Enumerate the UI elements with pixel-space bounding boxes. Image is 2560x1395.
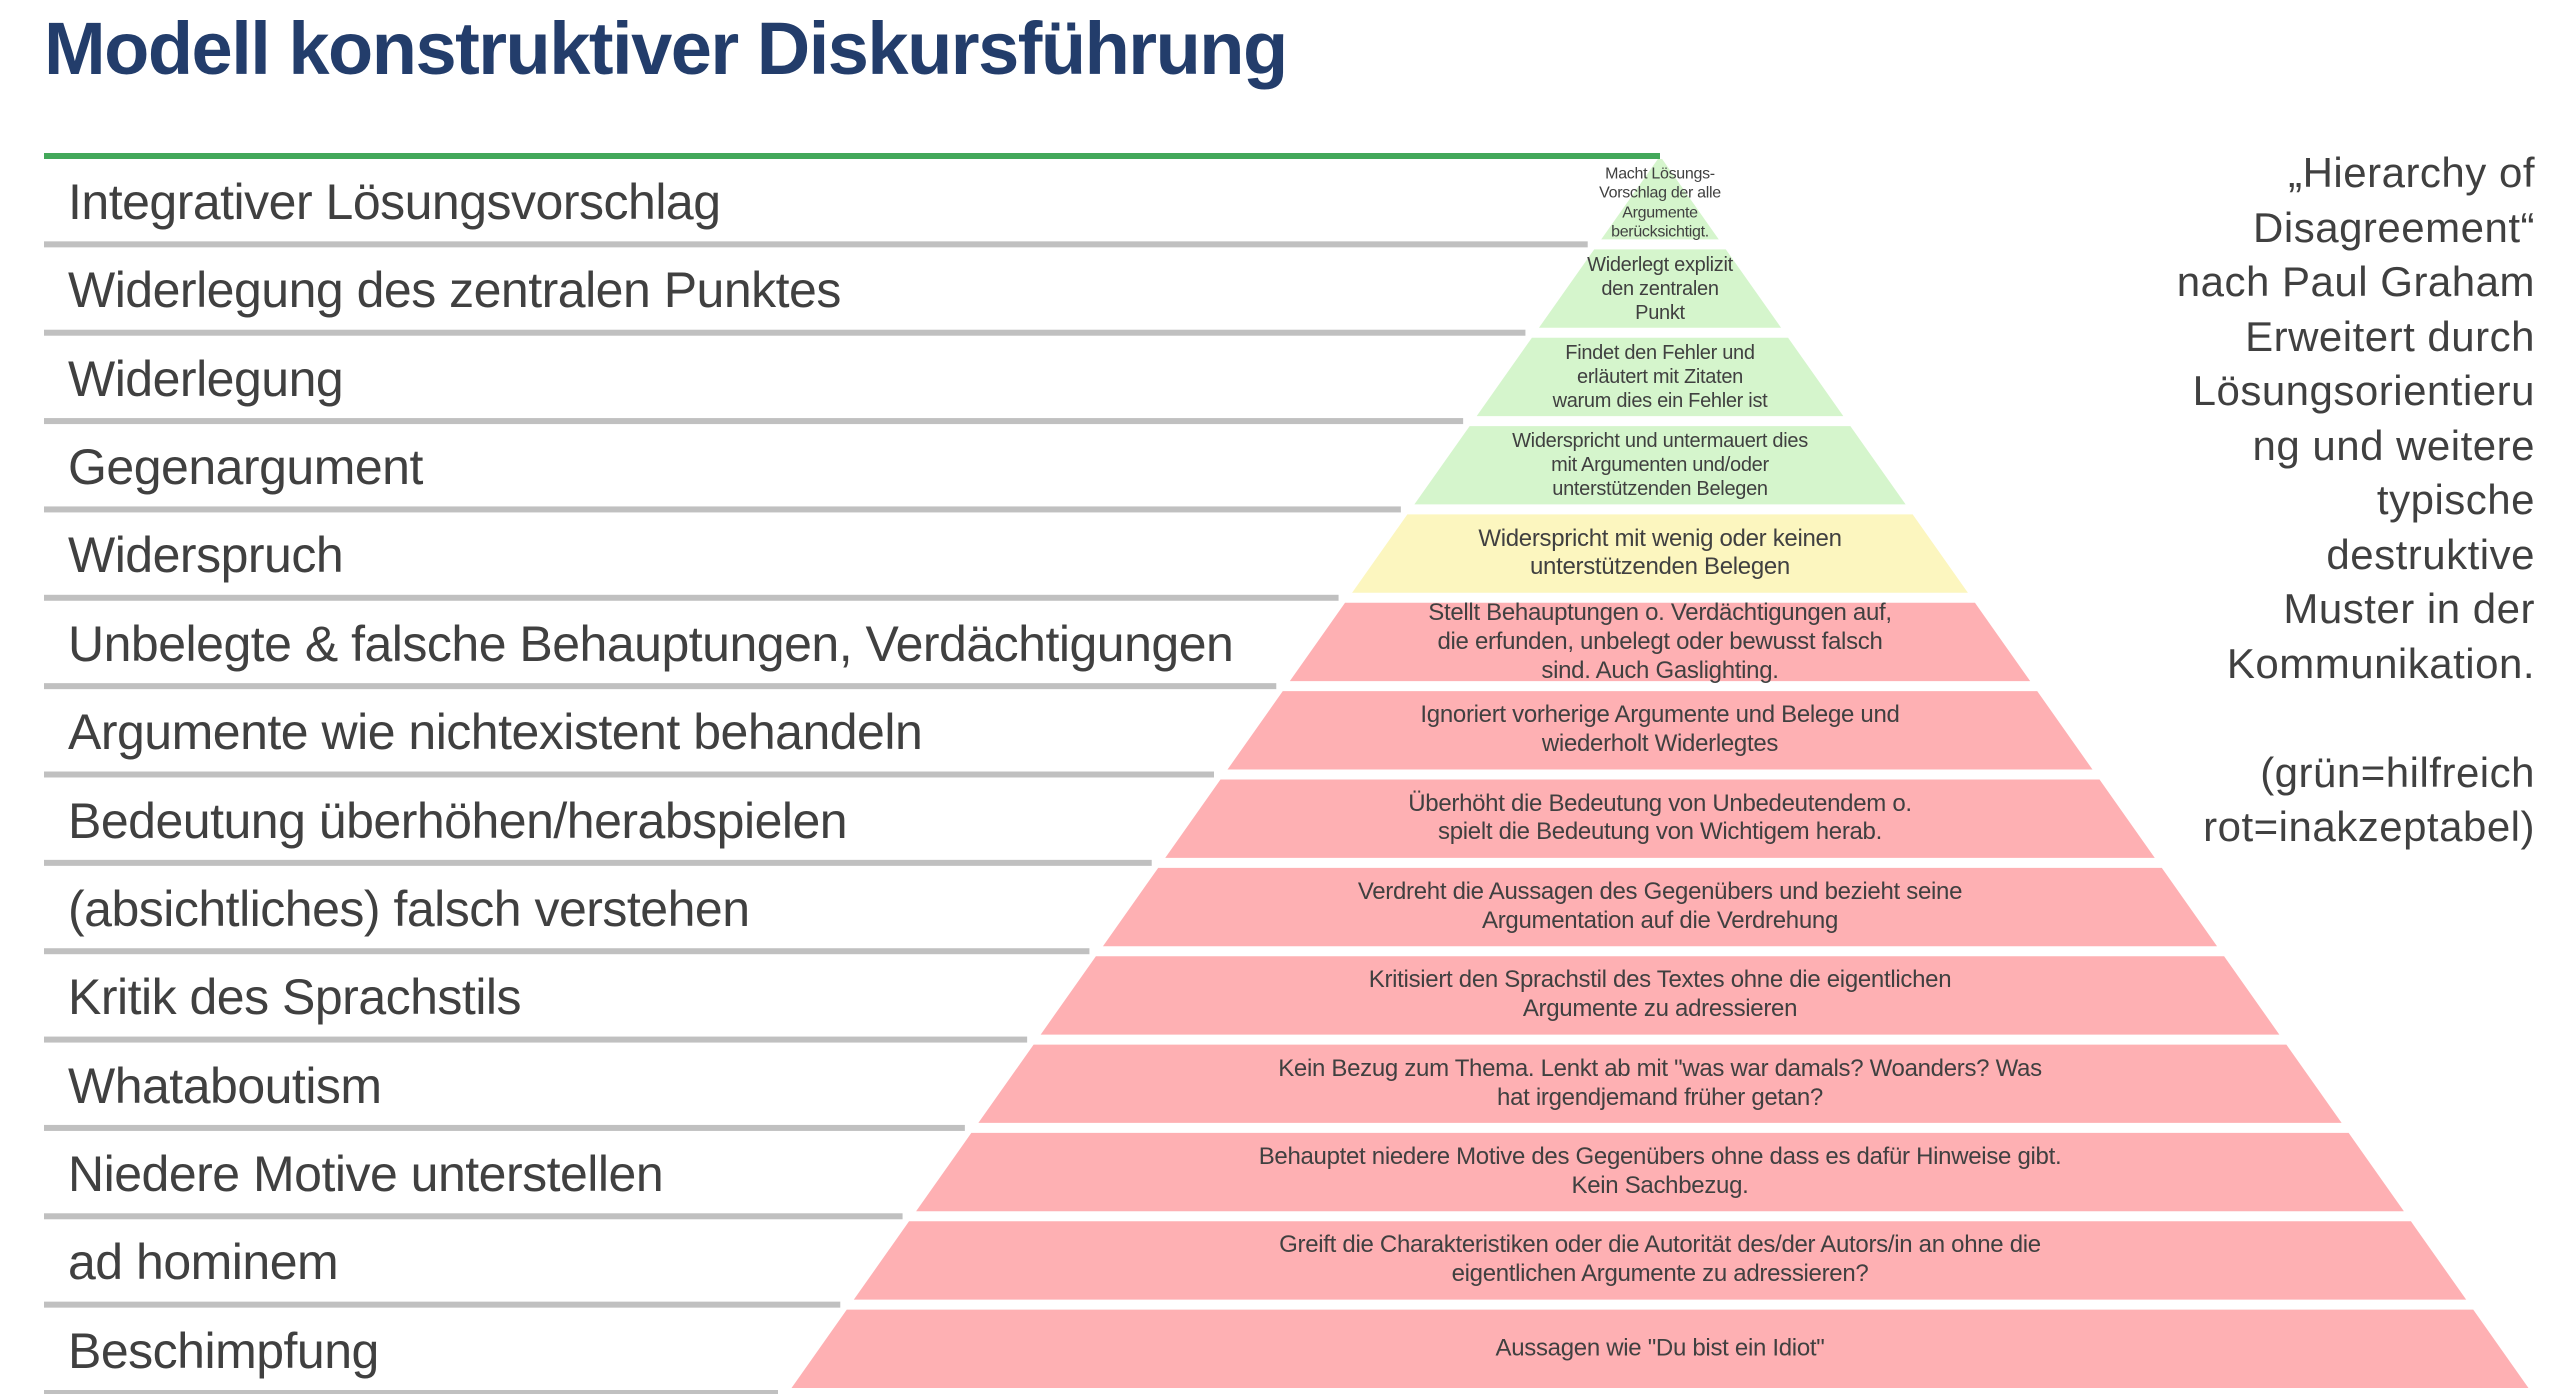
row-separator [44,506,1401,513]
row-separator [44,1390,778,1394]
side-note-line: rot=inakzeptabel) [2203,803,2535,850]
level-label: (absichtliches) falsch verstehen [68,880,750,937]
row-separator [44,1124,965,1131]
side-note-line [2177,691,2535,746]
page-title: Modell konstruktiver Diskursführung [44,7,1288,90]
level-description: Kein Bezug zum Thema. Lenkt ab mit "was … [1278,1054,2042,1111]
level-label: Beschimpfung [68,1322,379,1379]
row-separator [44,1036,1028,1043]
level-description: Stellt Behauptungen o. Verdächtigungen a… [1428,598,1892,684]
row-separator [44,859,1152,866]
side-note-line: destruktive [2326,530,2535,578]
level-description: Greift die Charakteristiken oder die Aut… [1279,1231,2041,1288]
level-description: Macht Lösungs- Vorschlag der alle Argume… [1599,165,1721,241]
pyramid-band-red [791,1309,2529,1388]
level-description: Ignoriert vorherige Argumente und Belege… [1420,701,1900,758]
side-note-line: „Hierarchy of [2288,149,2535,196]
level-label: Whataboutism [68,1057,382,1114]
level-label: Niedere Motive unterstellen [68,1145,664,1202]
side-note-line: ng und weitere [2252,421,2535,469]
level-label: Kritik des Sprachstils [68,969,522,1026]
row-separator [44,329,1526,336]
level-label: Integrativer Lösungsvorschlag [68,174,721,230]
row-separator [44,241,1588,248]
pyramid-band-green [1414,426,1906,505]
level-description: Widerspricht mit wenig oder keinen unter… [1478,524,1842,581]
pyramid-band-red [1102,867,2218,947]
pyramid-band-red [978,1044,2342,1123]
level-description: Widerspricht und untermauert dies mit Ar… [1512,430,1808,501]
level-label: Widerspruch [68,527,344,584]
side-note-line: Disagreement“ [2253,203,2535,251]
pyramid-band-red [1165,779,2155,858]
pyramid-band-red [1289,602,2031,682]
side-note-line: nach Paul Graham [2176,258,2535,305]
side-note: „Hierarchy of Disagreement“ nach Paul Grah… [2177,146,2535,855]
pyramid-band-green [1476,337,1844,417]
level-label: Unbelegte & falsche Behauptungen, Verdäc… [68,615,1234,672]
side-note-line: Muster in der [2283,585,2535,632]
level-description: Überhöht die Bedeutung von Unbedeutendem… [1408,789,1912,846]
top-line [44,153,1660,159]
side-note-line: typische [2376,476,2535,523]
row-separator [44,1301,841,1308]
row-separator [44,1213,903,1220]
level-label: Widerlegung [68,350,344,407]
pyramid-band-yellow [1352,514,1968,593]
level-description: Verdreht die Aussagen des Gegenübers und… [1357,878,1963,935]
pyramid-band-red [916,1132,2404,1212]
level-description: Behauptet niedere Motive des Gegenübers … [1258,1143,2062,1200]
pyramid-band-green [1601,159,1719,240]
side-note-line: Kommunikation. [2226,639,2535,687]
side-note-line: Lösungsorientieru [2192,367,2535,414]
pyramid-band-green [1538,249,1782,328]
level-label: Bedeutung überhöhen/herabspielen [68,792,848,849]
level-description: Aussagen wie "Du bist ein Idiot" [1495,1334,1825,1362]
side-note-line: Erweitert durch [2245,312,2535,360]
level-label: Argumente wie nichtexistent behandeln [68,704,923,761]
pyramid-band-red [853,1221,2467,1300]
row-separator [44,683,1277,690]
side-note-line: (grün=hilfreich [2260,748,2535,796]
pyramid-band-red [1040,956,2280,1035]
row-separator [44,948,1090,955]
level-description: Widerlegt explizit den zentralen Punkt [1587,253,1733,324]
row-separator [44,418,1464,425]
pyramid-band-red [1227,691,2093,770]
level-description: Kritisiert den Sprachstil des Textes ohn… [1368,966,1952,1023]
row-separator [44,594,1339,601]
level-description: Findet den Fehler und erläutert mit Zita… [1552,341,1768,412]
row-separator [44,771,1214,778]
level-label: ad hominem [68,1234,339,1291]
level-label: Gegenargument [68,439,423,496]
level-label: Widerlegung des zentralen Punktes [68,262,841,319]
